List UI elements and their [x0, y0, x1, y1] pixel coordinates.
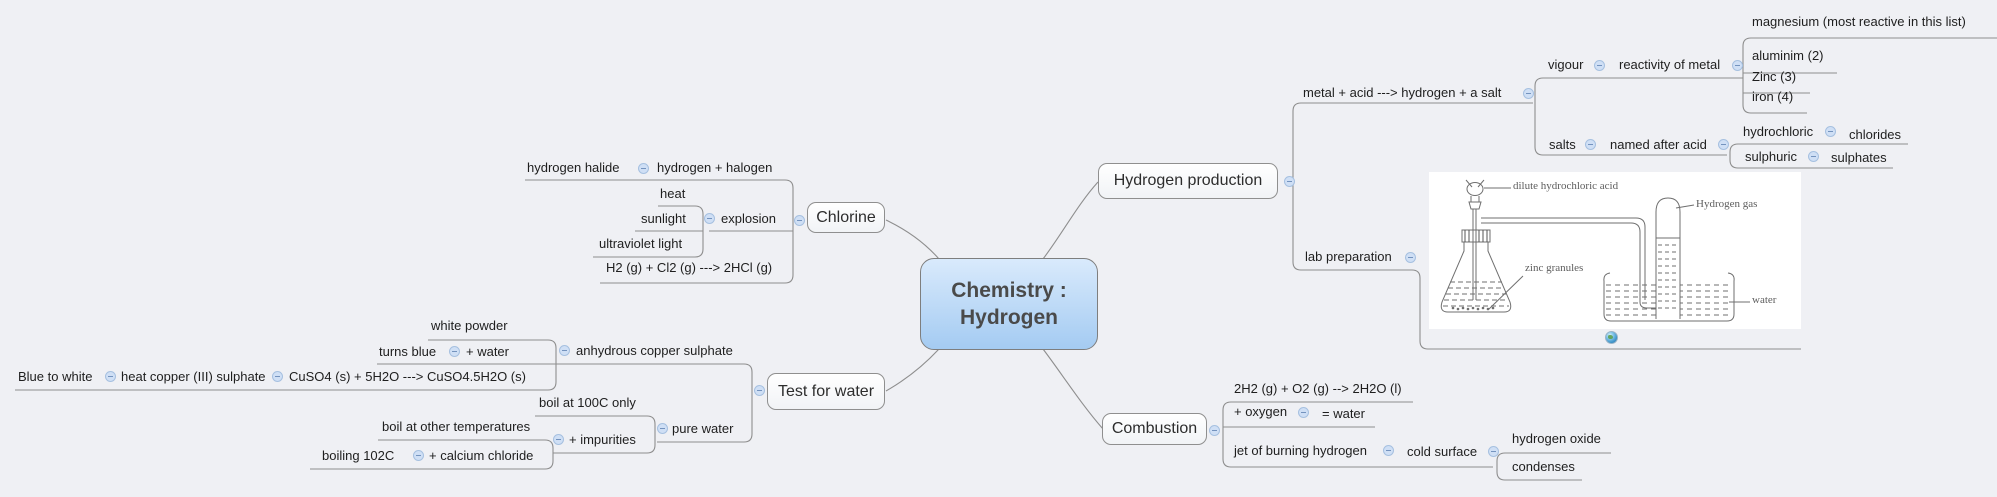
collapse-icon[interactable] — [1718, 139, 1729, 150]
topic-plus-impurities[interactable]: + impurities — [569, 432, 636, 447]
collapse-icon[interactable] — [105, 371, 116, 382]
topic-turns-blue[interactable]: turns blue — [379, 344, 437, 359]
topic-chlorides[interactable]: chlorides — [1849, 127, 1902, 142]
central-topic-line1: Chemistry : — [951, 279, 1067, 302]
topic-boiling-102c[interactable]: boiling 102C — [322, 448, 395, 463]
apparatus-label-water: water — [1752, 294, 1777, 306]
topic-hcl-equation[interactable]: H2 (g) + Cl2 (g) ---> 2HCl (g) — [606, 260, 773, 275]
topic-ultraviolet-light[interactable]: ultraviolet light — [599, 236, 683, 251]
collapse-icon[interactable] — [272, 371, 283, 382]
topic-aluminim[interactable]: aluminim (2) — [1752, 48, 1824, 63]
topic-heat-copper-sulphate[interactable]: heat copper (III) sulphate — [121, 369, 266, 384]
topic-cuso4-equation[interactable]: CuSO4 (s) + 5H2O ---> CuSO4.5H2O (s) — [289, 369, 526, 384]
apparatus-drawing — [1440, 179, 1750, 322]
topic-lab-preparation[interactable]: lab preparation — [1305, 249, 1392, 264]
collapse-icon[interactable] — [1209, 425, 1220, 436]
collapse-icon[interactable] — [413, 450, 424, 461]
topic-sulphuric[interactable]: sulphuric — [1745, 149, 1798, 164]
topic-hydrogen-halide[interactable]: hydrogen halide — [527, 160, 620, 175]
topic-zinc[interactable]: Zinc (3) — [1752, 69, 1797, 84]
collapse-icon[interactable] — [657, 423, 668, 434]
collapse-icon[interactable] — [1383, 445, 1394, 456]
collapse-icon[interactable] — [1732, 60, 1743, 71]
topic-vigour[interactable]: vigour — [1548, 57, 1584, 72]
lab-apparatus-image[interactable]: dilute hydrochloric acid Hydrogen gas zi… — [1429, 172, 1801, 329]
topic-jet-of-burning-hydrogen[interactable]: jet of burning hydrogen — [1234, 443, 1367, 458]
collapse-icon[interactable] — [1405, 252, 1416, 263]
collapse-icon[interactable] — [449, 346, 460, 357]
collapse-icon[interactable] — [1488, 446, 1499, 457]
topic-plus-water[interactable]: + water — [466, 344, 509, 359]
topic-combustion-equation[interactable]: 2H2 (g) + O2 (g) --> 2H2O (l) — [1234, 381, 1402, 396]
collapse-icon[interactable] — [638, 163, 649, 174]
topic-named-after-acid[interactable]: named after acid — [1610, 137, 1707, 152]
topic-pure-water[interactable]: pure water — [672, 421, 734, 436]
topic-hydrogen-production[interactable]: Hydrogen production — [1098, 163, 1278, 199]
topic-metal-acid-equation[interactable]: metal + acid ---> hydrogen + a salt — [1303, 85, 1502, 100]
topic-heat[interactable]: heat — [660, 186, 686, 201]
topic-blue-to-white[interactable]: Blue to white — [18, 369, 93, 384]
topic-magnesium[interactable]: magnesium (most reactive in this list) — [1752, 14, 1966, 29]
topic-reactivity-of-metal[interactable]: reactivity of metal — [1619, 57, 1721, 72]
collapse-icon[interactable] — [1825, 126, 1836, 137]
topic-chlorine[interactable]: Chlorine — [807, 202, 885, 233]
topic-anhydrous-copper-sulphate[interactable]: anhydrous copper sulphate — [576, 343, 733, 358]
apparatus-label-zinc: zinc granules — [1525, 262, 1584, 274]
topic-combustion[interactable]: Combustion — [1102, 413, 1207, 445]
topic-sunlight[interactable]: sunlight — [641, 211, 686, 226]
topic-test-for-water[interactable]: Test for water — [767, 373, 885, 410]
topic-cold-surface[interactable]: cold surface — [1407, 444, 1478, 459]
collapse-icon[interactable] — [1298, 407, 1309, 418]
collapse-icon[interactable] — [754, 385, 765, 396]
topic-iron[interactable]: iron (4) — [1752, 89, 1794, 104]
topic-hydrogen-plus-halogen[interactable]: hydrogen + halogen — [657, 160, 773, 175]
collapse-icon[interactable] — [704, 213, 715, 224]
topic-hydrogen-oxide[interactable]: hydrogen oxide — [1512, 431, 1601, 446]
topic-plus-oxygen[interactable]: + oxygen — [1234, 404, 1288, 419]
topic-condenses[interactable]: condenses — [1512, 459, 1575, 474]
topic-explosion[interactable]: explosion — [721, 211, 776, 226]
collapse-icon[interactable] — [1523, 88, 1534, 99]
collapse-icon[interactable] — [553, 434, 564, 445]
central-topic-line2: Hydrogen — [959, 306, 1058, 329]
topic-hydrochloric[interactable]: hydrochloric — [1743, 124, 1814, 139]
collapse-icon[interactable] — [1594, 60, 1605, 71]
collapse-icon[interactable] — [1284, 176, 1295, 187]
collapse-icon[interactable] — [794, 215, 805, 226]
collapse-icon[interactable] — [1808, 151, 1819, 162]
topic-sulphates[interactable]: sulphates — [1831, 150, 1887, 165]
topic-boil-other-temperatures[interactable]: boil at other temperatures — [382, 419, 531, 434]
collapse-icon[interactable] — [559, 345, 570, 356]
topic-plus-calcium-chloride[interactable]: + calcium chloride — [429, 448, 534, 463]
apparatus-label-acid: dilute hydrochloric acid — [1513, 180, 1619, 192]
apparatus-label-gas: Hydrogen gas — [1696, 198, 1758, 210]
globe-icon[interactable] — [1605, 331, 1618, 344]
topic-boil-at-100c[interactable]: boil at 100C only — [539, 395, 636, 410]
central-topic[interactable]: Chemistry : Hydrogen — [920, 258, 1098, 350]
collapse-icon[interactable] — [1585, 139, 1596, 150]
topic-white-powder[interactable]: white powder — [431, 318, 508, 333]
topic-equals-water[interactable]: = water — [1322, 406, 1365, 421]
topic-salts[interactable]: salts — [1549, 137, 1576, 152]
